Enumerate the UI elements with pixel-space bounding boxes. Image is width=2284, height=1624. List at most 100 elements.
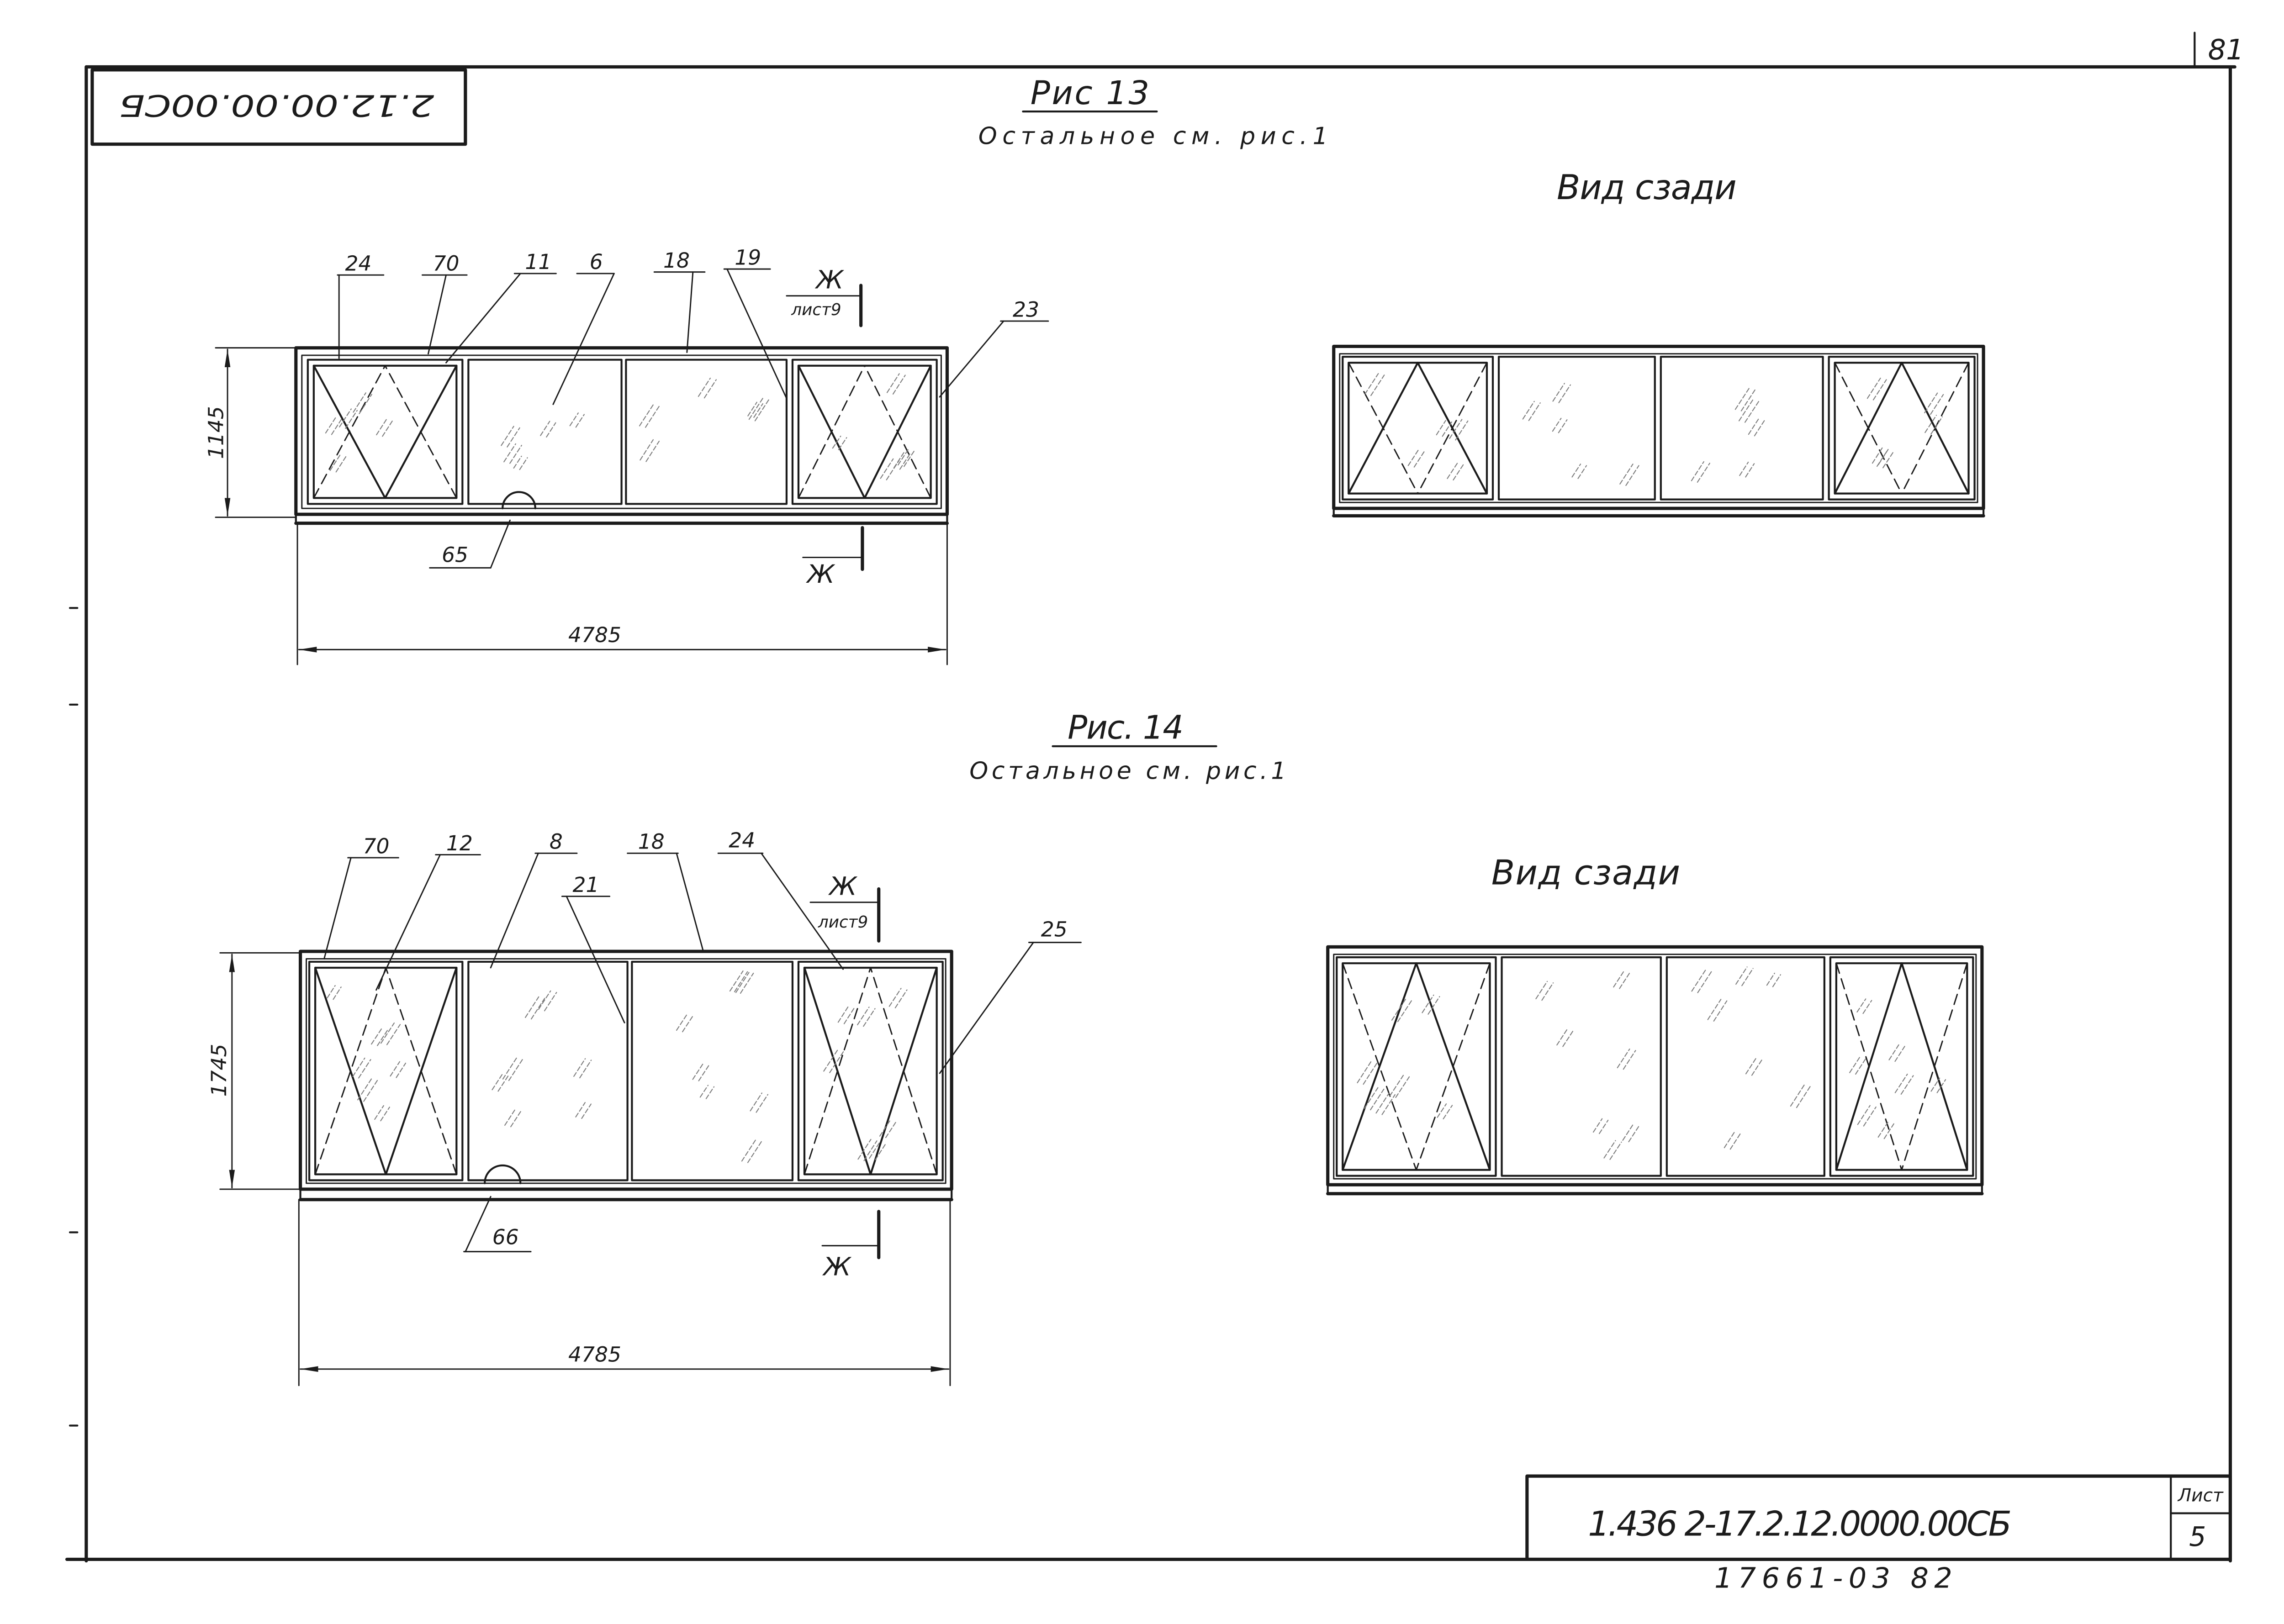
dimension-value: 1145 — [204, 406, 228, 459]
glass-hatch — [573, 1058, 586, 1077]
width-dimension: 4785 — [298, 1199, 951, 1387]
figure-14-callouts: 70 12 8 18 24 21 25 66 — [323, 828, 1082, 1253]
callout-leader — [676, 852, 704, 952]
section-letter: Ж — [814, 265, 844, 295]
callout-leader — [726, 268, 788, 399]
glass-pane — [1665, 956, 1825, 1177]
glass-hatch — [879, 1118, 892, 1137]
callout-leader — [552, 273, 615, 405]
glass-hatch — [756, 1094, 768, 1113]
glass-hatch — [497, 1075, 509, 1092]
sash-opening-line-dashed — [384, 365, 457, 499]
glass-hatch — [1442, 422, 1452, 437]
callout-leader — [375, 854, 441, 991]
figure-14: Рис. 14 Остальное см. рис.1 Вид сзади 70… — [207, 709, 1984, 1387]
glass-hatch — [1754, 420, 1765, 437]
glass-hatch — [1883, 1123, 1894, 1139]
drawing-frame: 81 — [65, 32, 2244, 1563]
glass-hatch — [1391, 998, 1406, 1021]
sash-opening-line-dashed — [1835, 962, 1903, 1171]
sash-opening-line-dashed — [385, 967, 457, 1175]
glass-hatch — [1877, 449, 1888, 467]
glass-hatch — [1571, 464, 1581, 478]
glass-hatch — [1930, 394, 1944, 415]
stamp-code: 2.12.00.00.00СБ — [119, 88, 434, 122]
glass-hatch — [741, 1139, 756, 1162]
sash-frame — [1834, 362, 1970, 495]
glass-pane — [797, 960, 944, 1181]
glass-hatch — [1766, 972, 1775, 986]
glass-hatch — [888, 988, 902, 1007]
callout-leader — [939, 320, 1005, 398]
window-frame-inner — [1333, 954, 1977, 1180]
glass-hatch — [1558, 384, 1571, 403]
callout-label: 6 — [590, 250, 603, 274]
glass-hatch — [747, 401, 757, 417]
glass-hatch — [639, 404, 654, 427]
glass-hatch — [892, 374, 906, 395]
glass-hatch — [894, 989, 908, 1008]
glass-hatch — [374, 1105, 384, 1120]
glass-hatch — [875, 1144, 886, 1160]
glass-hatch — [699, 1085, 709, 1098]
glass-hatch — [1745, 1056, 1758, 1075]
glass-pane — [1828, 356, 1976, 501]
sash-frame — [312, 364, 458, 499]
glass-hatch — [740, 972, 754, 994]
glass-hatch — [897, 448, 909, 466]
glass-hatch — [748, 397, 764, 420]
glass-hatch — [1882, 451, 1894, 469]
callout-leader — [761, 852, 844, 970]
glass-hatch — [352, 1057, 365, 1077]
document-designation: 1.436 2-17.2.12.0000.00СБ — [1588, 1504, 2012, 1544]
sash-opening-line-dashed — [798, 365, 866, 499]
callout-label: 21 — [573, 873, 599, 897]
glass-hatch — [893, 452, 905, 469]
glass-hatch — [538, 990, 551, 1010]
section-letter: Ж — [828, 872, 858, 901]
glass-hatch — [750, 1092, 762, 1112]
window-frame-outer — [298, 949, 953, 1191]
callout-label: 24 — [729, 828, 755, 852]
height-dimension: 1145 — [204, 347, 297, 518]
glass-hatch — [1381, 1094, 1396, 1115]
glass-hatch — [1796, 1085, 1811, 1108]
glass-hatch — [1422, 994, 1434, 1013]
glass-hatch — [1924, 392, 1938, 413]
glass-hatch — [1357, 1061, 1372, 1083]
sash-opening-line-dashed — [870, 967, 938, 1175]
height-dimension: 1745 — [207, 952, 301, 1190]
figure-13-callouts: 24 70 11 6 18 19 23 65 — [337, 245, 1049, 569]
glass-pane — [467, 359, 623, 505]
glass-hatch — [1397, 1000, 1412, 1023]
callout-label: 18 — [663, 248, 690, 273]
sash-frame — [797, 364, 932, 499]
sash-opening-line-dashed — [1415, 962, 1491, 1171]
glass-hatch — [575, 414, 585, 428]
glass-hatch — [1745, 463, 1755, 478]
glass-hatch — [1577, 465, 1587, 479]
glass-hatch — [705, 1086, 715, 1099]
glass-hatch — [1877, 1122, 1888, 1138]
glass-pane — [1501, 956, 1662, 1177]
glass-hatch — [1455, 420, 1469, 441]
glass-hatch — [1863, 1106, 1877, 1127]
glass-hatch — [339, 408, 352, 427]
glass-hatch — [1453, 463, 1465, 481]
glass-hatch — [327, 985, 336, 999]
glass-hatch — [1691, 461, 1704, 481]
glass-hatch — [682, 1016, 693, 1033]
glass-hatch — [1437, 1103, 1447, 1118]
glass-hatch — [1558, 419, 1568, 433]
callout-leader — [445, 273, 521, 364]
glass-hatch — [508, 1058, 523, 1081]
figure-13-rear-view-label: Вид сзади — [1557, 168, 1738, 207]
glass-hatch — [729, 970, 744, 992]
glass-hatch — [1436, 420, 1446, 436]
glass-hatch — [754, 399, 770, 422]
glass-hatch — [1855, 1058, 1866, 1075]
sash-frame — [1348, 362, 1488, 495]
glass-hatch — [1738, 399, 1754, 422]
section-letter: Ж — [822, 1253, 852, 1282]
glass-hatch — [540, 421, 550, 436]
